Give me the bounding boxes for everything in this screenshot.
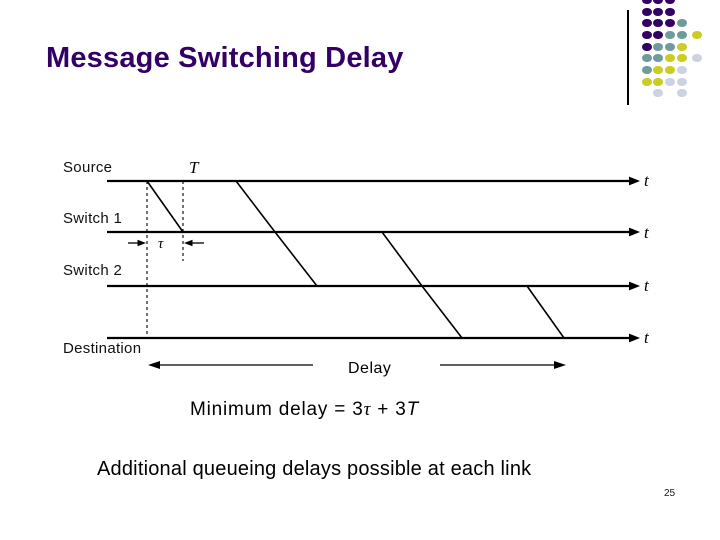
decoration-dot <box>653 78 663 86</box>
transmission-time-label: T <box>189 158 199 177</box>
decoration-dot <box>665 0 675 4</box>
timeline-destination <box>107 333 640 343</box>
propagation-delay-label: τ <box>158 236 164 252</box>
decoration-dot <box>642 43 652 51</box>
delay-measure-arrows <box>148 361 566 369</box>
formula-tau: τ <box>363 399 372 420</box>
formula-prefix: Minimum delay = 3 <box>190 399 364 420</box>
decoration-dot <box>642 19 652 27</box>
row-label-switch1: Switch 1 <box>63 210 123 227</box>
decoration-dot <box>677 31 687 39</box>
timeline-switch1 <box>107 227 640 237</box>
message-edges <box>146 180 565 339</box>
decoration-dot <box>665 19 675 27</box>
decoration-dot <box>653 89 663 97</box>
row-label-source: Source <box>63 159 113 176</box>
decoration-dot <box>642 66 652 74</box>
timeline-switch2 <box>107 281 640 291</box>
decoration-dot <box>677 66 687 74</box>
row-label-destination: Destination <box>63 340 142 357</box>
decoration-dot <box>642 31 652 39</box>
row-label-switch2: Switch 2 <box>63 262 123 279</box>
decoration-dot <box>677 54 687 62</box>
decoration-dot <box>677 19 687 27</box>
decoration-dot <box>692 31 702 39</box>
decoration-dot <box>653 66 663 74</box>
delay-label: Delay <box>348 360 392 377</box>
time-axis-label-switch2: t <box>644 276 649 295</box>
decoration-dot <box>665 66 675 74</box>
page-number: 25 <box>664 488 676 499</box>
decoration-dot <box>653 19 663 27</box>
decoration-dot <box>677 78 687 86</box>
decoration-dot <box>665 78 675 86</box>
formula-T: T <box>406 399 420 420</box>
decoration-dot <box>692 54 702 62</box>
decoration-dot <box>642 54 652 62</box>
decoration-dot <box>653 31 663 39</box>
decoration-dot <box>653 43 663 51</box>
tau-measure-arrows <box>128 239 204 247</box>
minimum-delay-formula: Minimum delay = 3τ + 3T <box>190 400 419 419</box>
decoration-dot <box>665 31 675 39</box>
decoration-dot <box>677 89 687 97</box>
decoration-dot <box>642 8 652 16</box>
decoration-dot <box>653 0 663 4</box>
decoration-dot <box>653 8 663 16</box>
time-axis-label-destination: t <box>644 328 649 347</box>
decoration-vertical-line <box>627 10 629 105</box>
time-axis-label-switch1: t <box>644 223 649 242</box>
formula-mid: + 3 <box>371 399 407 420</box>
decoration-dot <box>665 43 675 51</box>
decoration-dot <box>642 78 652 86</box>
time-axis-label-source: t <box>644 171 649 190</box>
timeline-source <box>107 176 640 186</box>
dashed-guides <box>146 181 184 338</box>
decoration-dot <box>642 0 652 4</box>
decoration-dot <box>677 43 687 51</box>
decoration-dot <box>665 54 675 62</box>
page-title: Message Switching Delay <box>46 42 404 74</box>
decoration-dot <box>665 8 675 16</box>
decoration-dot <box>653 54 663 62</box>
note-text: Additional queueing delays possible at e… <box>97 458 532 480</box>
